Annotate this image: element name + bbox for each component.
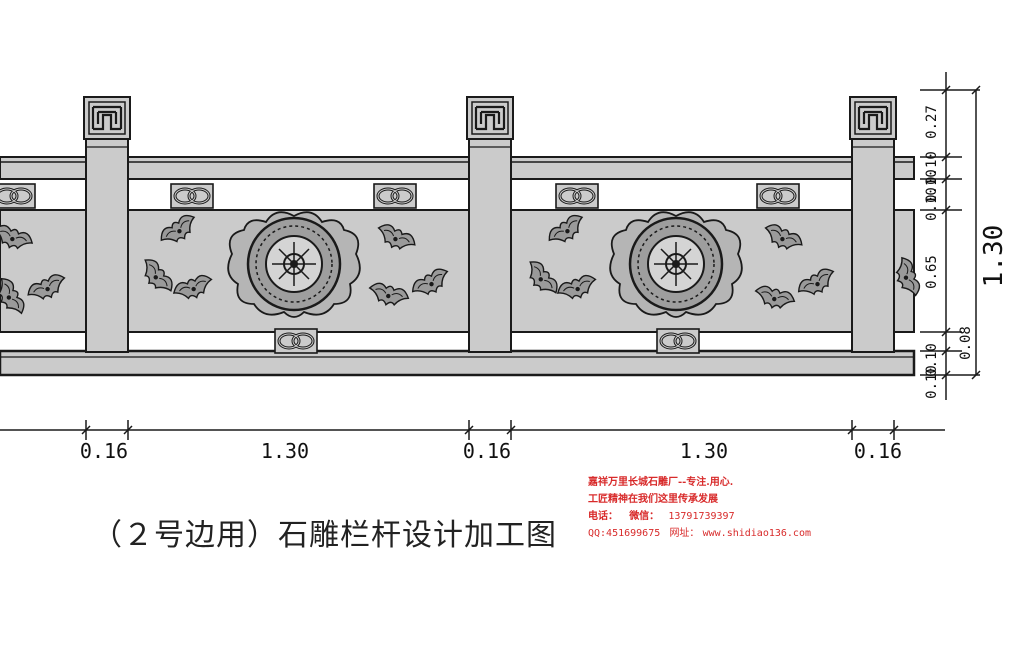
dim-label: 0.65 xyxy=(924,255,940,289)
top-rail xyxy=(0,156,915,180)
site-label: 网址： xyxy=(669,528,700,539)
knot-icon xyxy=(0,182,37,210)
phone-label: 电话： xyxy=(588,511,618,522)
medallion-icon xyxy=(226,210,362,319)
dim-label: 0.10 xyxy=(924,169,940,203)
dim-label: 0.16 xyxy=(80,439,128,463)
drawing-title: （２号边用）石雕栏杆设计加工图 xyxy=(92,518,557,553)
site-url: www.shidiao136.com xyxy=(702,528,811,539)
knot-icon xyxy=(554,182,600,210)
post-1 xyxy=(82,95,132,353)
dim-label: 1.30 xyxy=(680,439,728,463)
knot-icon xyxy=(169,182,215,210)
vertical-dimension-line xyxy=(920,72,981,400)
dim-label: 0.10 xyxy=(924,365,940,399)
watermark-line2: 工匠精神在我们这里传承发展 xyxy=(588,494,718,505)
contact-watermark: 嘉祥万里长城石雕厂--专注.用心. 工匠精神在我们这里传承发展 电话： 微信： … xyxy=(588,474,914,562)
dim-label: 0.16 xyxy=(463,439,511,463)
dim-label: 0.16 xyxy=(854,439,902,463)
watermark-line1: 嘉祥万里长城石雕厂--专注.用心. xyxy=(588,477,734,488)
total-height-label: 1.30 xyxy=(979,225,1009,288)
dim-label: 0.27 xyxy=(924,105,940,139)
dim-label: 0.10 xyxy=(924,151,940,185)
dim-label: 0.10 xyxy=(924,187,940,221)
knot-icon xyxy=(273,327,319,355)
bottom-rail xyxy=(0,349,916,377)
post-3 xyxy=(848,95,898,353)
qq-label: QQ:451699675 xyxy=(588,528,661,539)
horizontal-dimension-line xyxy=(0,420,945,440)
wechat-label: 微信： xyxy=(629,511,660,522)
knot-icon xyxy=(755,182,801,210)
dim-label: 0.08 xyxy=(958,326,974,360)
knot-icon xyxy=(372,182,418,210)
dim-label: 1.30 xyxy=(261,439,309,463)
phone-number: 13791739397 xyxy=(668,511,735,522)
knot-icon xyxy=(655,327,701,355)
post-2 xyxy=(465,95,515,353)
dim-label: 0.10 xyxy=(924,343,940,377)
medallion-icon xyxy=(608,210,744,319)
